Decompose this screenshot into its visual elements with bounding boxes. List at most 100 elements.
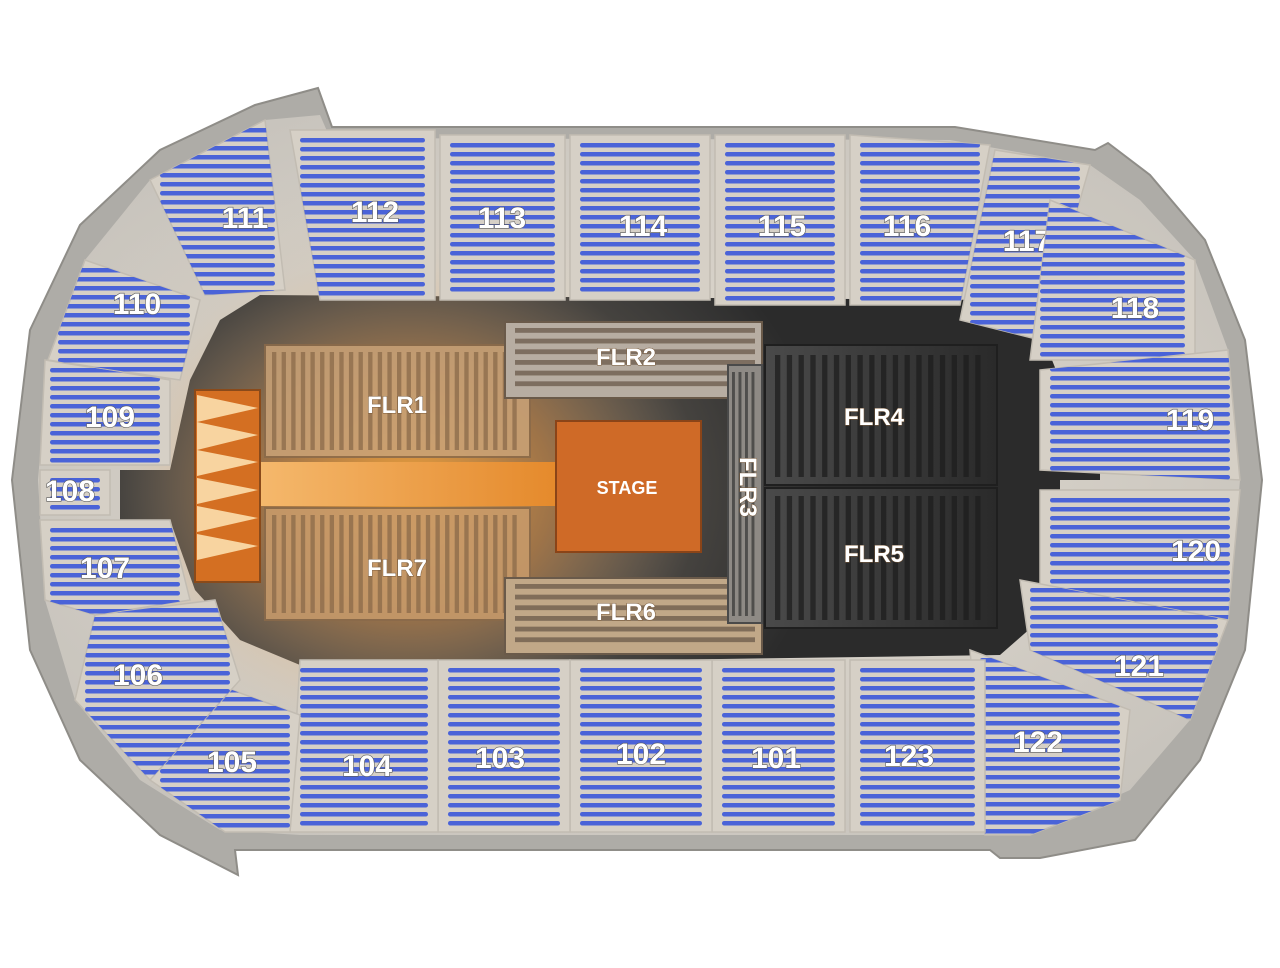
seat-row bbox=[722, 722, 835, 727]
seat-row bbox=[722, 758, 835, 763]
seat-row bbox=[58, 340, 190, 345]
seat-row bbox=[580, 767, 702, 772]
seat-row bbox=[1030, 624, 1218, 629]
seat-row bbox=[58, 304, 190, 309]
seat-row bbox=[860, 287, 980, 292]
seat-row bbox=[50, 449, 160, 454]
seat-row bbox=[722, 794, 835, 799]
section-107[interactable]: 107 bbox=[39, 519, 191, 616]
seat-row bbox=[860, 161, 980, 166]
floor-row bbox=[272, 352, 277, 450]
seat-row bbox=[160, 227, 275, 232]
seat-row bbox=[1040, 253, 1185, 258]
floor-row bbox=[975, 496, 981, 620]
section-119[interactable]: 119 bbox=[1039, 349, 1241, 481]
seat-row bbox=[1050, 412, 1230, 417]
floor-row bbox=[502, 515, 508, 613]
seat-row bbox=[85, 698, 230, 703]
floor-section-flr3[interactable]: FLR3 bbox=[727, 364, 763, 624]
section-122[interactable]: 122 bbox=[969, 648, 1131, 836]
seat-row bbox=[85, 662, 230, 667]
floor-section-flr6[interactable]: FLR6 bbox=[504, 577, 763, 655]
floor-section-flr5[interactable]: FLR5 bbox=[764, 487, 998, 629]
section-121[interactable]: 121 bbox=[1019, 579, 1230, 722]
seat-row bbox=[580, 785, 702, 790]
section-103[interactable]: 103 bbox=[437, 659, 571, 833]
floor-row bbox=[857, 496, 863, 620]
stage-lights bbox=[194, 389, 261, 583]
section-114[interactable]: 114 bbox=[569, 134, 711, 301]
seat-row bbox=[1050, 498, 1230, 503]
seat-row bbox=[1030, 615, 1218, 620]
seat-row bbox=[50, 505, 100, 510]
seat-row bbox=[50, 573, 180, 578]
seat-row bbox=[860, 776, 975, 781]
section-112[interactable]: 112 bbox=[289, 129, 436, 301]
floor-row bbox=[822, 496, 828, 620]
seat-row bbox=[580, 206, 700, 211]
seat-row bbox=[580, 152, 700, 157]
section-115[interactable]: 115 bbox=[714, 134, 846, 306]
seat-row bbox=[450, 224, 555, 229]
section-118[interactable]: 118 bbox=[1029, 198, 1196, 361]
seat-row bbox=[1050, 525, 1230, 530]
section-label: 115 bbox=[758, 210, 806, 243]
floor-row bbox=[320, 515, 325, 613]
floor-row bbox=[368, 515, 373, 613]
floor-row bbox=[786, 496, 793, 620]
seat-rows bbox=[450, 143, 555, 292]
floor-row bbox=[515, 605, 755, 611]
seat-row bbox=[980, 766, 1120, 771]
section-116[interactable]: 116 bbox=[849, 134, 991, 306]
floor-section-flr4[interactable]: FLR4 bbox=[764, 344, 998, 486]
seat-row bbox=[300, 749, 428, 754]
floor-row bbox=[512, 515, 517, 613]
seat-row bbox=[580, 215, 700, 220]
seat-row bbox=[160, 742, 290, 747]
seat-row bbox=[722, 776, 835, 781]
floor-row bbox=[892, 355, 899, 477]
seat-row bbox=[1040, 298, 1185, 303]
section-label: 123 bbox=[884, 740, 934, 773]
section-101[interactable]: 101 bbox=[711, 659, 846, 833]
seat-row bbox=[58, 331, 190, 336]
seat-row bbox=[300, 201, 425, 206]
seat-row bbox=[980, 775, 1120, 780]
section-113[interactable]: 113 bbox=[439, 134, 566, 301]
seat-row bbox=[980, 748, 1120, 753]
seat-row bbox=[580, 179, 700, 184]
floor-row bbox=[845, 496, 851, 620]
floor-row bbox=[515, 360, 755, 365]
floor-row bbox=[406, 515, 411, 613]
seat-row bbox=[725, 179, 835, 184]
floor-row bbox=[397, 515, 402, 613]
section-102[interactable]: 102 bbox=[569, 659, 713, 833]
seat-row bbox=[160, 751, 290, 756]
seat-row bbox=[50, 591, 180, 596]
floor-row bbox=[454, 352, 460, 450]
section-label: 112 bbox=[351, 196, 399, 229]
section-110[interactable]: 110 bbox=[46, 259, 201, 381]
section-108[interactable]: 108 bbox=[39, 469, 111, 516]
floor-section-flr1[interactable]: FLR1 bbox=[264, 344, 531, 458]
floor-section-flr7[interactable]: FLR7 bbox=[264, 507, 531, 621]
seat-row bbox=[580, 197, 700, 202]
seat-row bbox=[580, 677, 702, 682]
flr4-label: FLR4 bbox=[844, 404, 905, 431]
seat-row bbox=[1050, 421, 1230, 426]
section-104[interactable]: 104 bbox=[289, 659, 439, 833]
seat-row bbox=[725, 197, 835, 202]
seat-row bbox=[160, 778, 290, 783]
section-123[interactable]: 123 bbox=[849, 659, 986, 833]
seat-row bbox=[580, 731, 702, 736]
seat-rows bbox=[725, 143, 835, 301]
seat-row bbox=[860, 695, 975, 700]
seat-row bbox=[722, 785, 835, 790]
seat-row bbox=[580, 269, 700, 274]
seat-row bbox=[725, 251, 835, 256]
floor-row bbox=[291, 352, 296, 450]
floor-row bbox=[738, 372, 742, 616]
floor-section-flr2[interactable]: FLR2 bbox=[504, 321, 763, 399]
seat-row bbox=[970, 185, 1080, 190]
section-120[interactable]: 120 bbox=[1039, 489, 1241, 621]
